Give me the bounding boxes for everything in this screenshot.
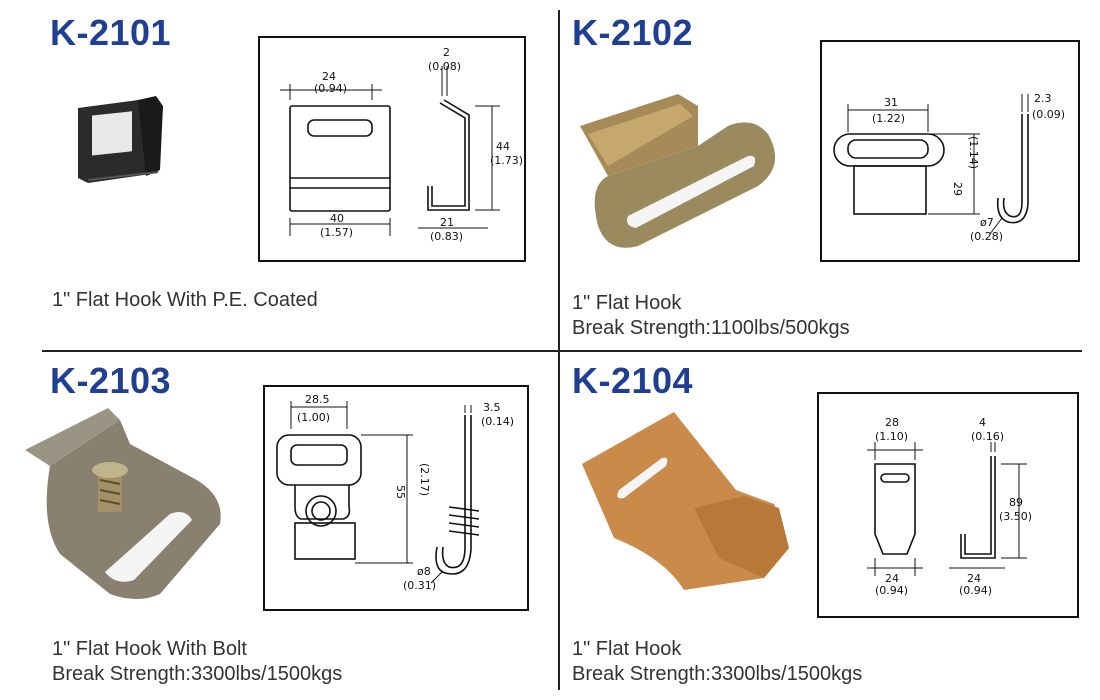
- svg-text:(1.22): (1.22): [872, 112, 905, 125]
- product-photo-k2103: [25, 408, 221, 599]
- svg-text:24: 24: [967, 572, 981, 585]
- product-code-k2101: K-2101: [50, 12, 172, 53]
- svg-text:21: 21: [440, 216, 454, 229]
- svg-text:31: 31: [884, 96, 898, 109]
- drawing-k2104: 28 (1.10) 24 (0.94) 4 (0.16) 89 (3.50) 2…: [817, 392, 1079, 618]
- svg-text:2: 2: [443, 46, 450, 59]
- product-photo-k2104: [582, 412, 789, 590]
- horizontal-divider: [42, 350, 1082, 352]
- svg-text:(0.83): (0.83): [430, 230, 463, 243]
- svg-text:24: 24: [885, 572, 899, 585]
- product-photo-k2101: [78, 96, 163, 183]
- drawing-k2102: 31 (1.22) 29 (1.14) 2.3 (0.09) ø7 (0.28): [820, 40, 1080, 262]
- svg-text:ø8: ø8: [417, 565, 431, 578]
- drawing-k2103: 28.5 (1.00) 55 (2.17) 3.5 (0.14) ø8 (0.3…: [263, 385, 529, 611]
- product-description-k2102: 1" Flat Hook Break Strength:1100lbs/500k…: [572, 292, 850, 339]
- svg-text:ø7: ø7: [980, 216, 994, 229]
- svg-text:(0.94): (0.94): [314, 82, 347, 95]
- svg-text:(0.28): (0.28): [970, 230, 1003, 243]
- drawing-k2101: 24 (0.94) 40 (1.57) 2 (0.08) 44 (1.73) 2…: [258, 36, 526, 262]
- svg-text:(0.16): (0.16): [971, 430, 1004, 443]
- svg-text:(0.94): (0.94): [875, 584, 908, 597]
- svg-text:(1.73): (1.73): [490, 154, 523, 167]
- svg-text:55: 55: [394, 485, 407, 499]
- svg-text:3.5: 3.5: [483, 401, 501, 414]
- svg-text:(1.00): (1.00): [297, 411, 330, 424]
- svg-text:89: 89: [1009, 496, 1023, 509]
- svg-text:(0.08): (0.08): [428, 60, 461, 73]
- product-code-k2102: K-2102: [572, 12, 694, 53]
- product-description-k2104: 1" Flat Hook Break Strength:3300lbs/1500…: [572, 638, 863, 685]
- svg-text:(0.94): (0.94): [959, 584, 992, 597]
- svg-text:(1.10): (1.10): [875, 430, 908, 443]
- svg-text:28.5: 28.5: [305, 393, 330, 406]
- svg-text:(1.14): (1.14): [967, 136, 980, 169]
- svg-text:44: 44: [496, 140, 510, 153]
- product-description-k2101: 1" Flat Hook With P.E. Coated: [52, 289, 318, 311]
- svg-text:(2.17): (2.17): [418, 463, 431, 496]
- svg-text:(0.31): (0.31): [403, 579, 436, 592]
- svg-text:(3.50): (3.50): [999, 510, 1032, 523]
- product-description-k2103: 1" Flat Hook With Bolt Break Strength:33…: [52, 638, 343, 685]
- product-code-k2104: K-2104: [572, 360, 694, 401]
- svg-text:2.3: 2.3: [1034, 92, 1052, 105]
- product-code-k2103: K-2103: [50, 360, 172, 401]
- svg-text:24: 24: [322, 70, 336, 83]
- svg-text:28: 28: [885, 416, 899, 429]
- svg-text:(0.14): (0.14): [481, 415, 514, 428]
- svg-text:4: 4: [979, 416, 986, 429]
- svg-text:(0.09): (0.09): [1032, 108, 1065, 121]
- product-photo-k2102: [580, 94, 776, 248]
- svg-text:40: 40: [330, 212, 344, 225]
- svg-text:(1.57): (1.57): [320, 226, 353, 239]
- svg-text:29: 29: [951, 182, 964, 196]
